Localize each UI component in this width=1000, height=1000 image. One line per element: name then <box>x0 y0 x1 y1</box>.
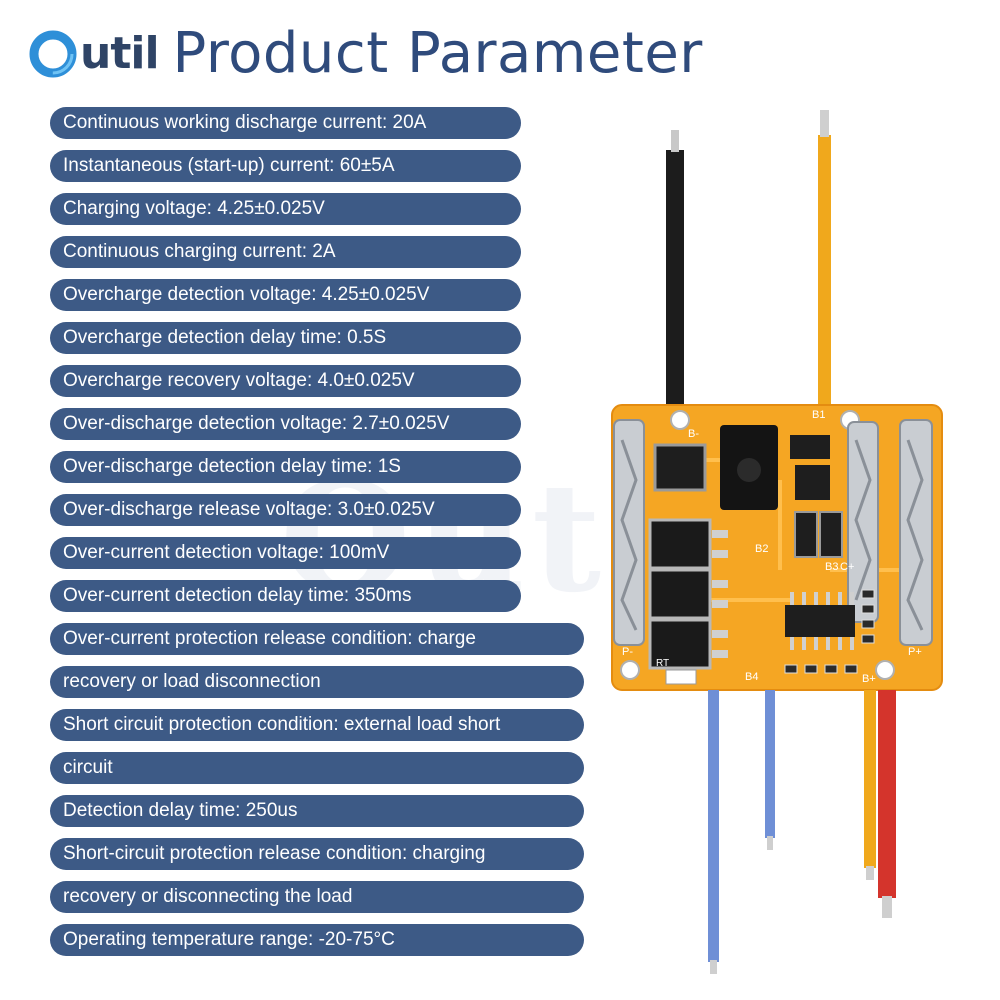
label-b-plus: B+ <box>862 673 876 685</box>
param-item: Over-current detection delay time: 350ms <box>50 580 521 612</box>
param-item: Overcharge recovery voltage: 4.0±0.025V <box>50 365 521 397</box>
bms-ic <box>785 592 855 650</box>
battery-clip-right <box>899 419 933 646</box>
param-item: Short-circuit protection release conditi… <box>50 838 584 870</box>
param-item: Short circuit protection condition: exte… <box>50 709 584 741</box>
page-title: Product Parameter <box>172 21 703 86</box>
resistor-array <box>784 589 875 674</box>
label-b1: B1 <box>812 409 825 421</box>
ic-small <box>795 465 830 500</box>
brand-logo: util <box>28 28 160 79</box>
param-item: Detection delay time: 250us <box>50 795 584 827</box>
header: util Product Parameter <box>28 14 703 94</box>
label-p-plus: P+ <box>908 646 922 658</box>
black-wire <box>666 130 684 420</box>
param-item: Over-discharge release voltage: 3.0±0.02… <box>50 494 521 526</box>
label-b2: B2 <box>755 543 768 555</box>
label-c-plus: C+ <box>840 561 854 573</box>
red-wire <box>878 690 896 918</box>
param-item: Overcharge detection delay time: 0.5S <box>50 322 521 354</box>
label-b4: B4 <box>745 671 758 683</box>
param-item: Operating temperature range: -20-75°C <box>50 924 584 956</box>
yellow-wire-bottom <box>864 690 876 880</box>
param-item: Charging voltage: 4.25±0.025V <box>50 193 521 225</box>
param-item: recovery or disconnecting the load <box>50 881 584 913</box>
label-b-minus: B- <box>688 428 699 440</box>
param-item: Over-current detection voltage: 100mV <box>50 537 521 569</box>
parameter-list: Continuous working discharge current: 20… <box>50 107 584 967</box>
bms-board-illustration: B- B1 B2 B3 C+ B4 B+ P- P+ RT <box>600 100 960 990</box>
param-item: Continuous charging current: 2A <box>50 236 521 268</box>
battery-clip-left <box>613 419 645 646</box>
label-p-minus: P- <box>622 646 633 658</box>
param-item: Overcharge detection voltage: 4.25±0.025… <box>50 279 521 311</box>
yellow-wire-top <box>818 110 831 420</box>
label-rt: RT <box>656 658 669 669</box>
diode <box>790 435 830 459</box>
label-b3: B3 <box>825 561 838 573</box>
diode <box>653 443 707 492</box>
param-item: Over-discharge detection delay time: 1S <box>50 451 521 483</box>
param-item: circuit <box>50 752 584 784</box>
blue-wire-mid <box>765 690 775 850</box>
logo-text: util <box>80 28 160 79</box>
param-item: Over-discharge detection voltage: 2.7±0.… <box>50 408 521 440</box>
param-item: Instantaneous (start-up) current: 60±5A <box>50 150 521 182</box>
param-item: Over-current protection release conditio… <box>50 623 584 655</box>
param-item: recovery or load disconnection <box>50 666 584 698</box>
param-item: Continuous working discharge current: 20… <box>50 107 521 139</box>
mosfet-array <box>648 518 728 670</box>
logo-ring-icon <box>28 29 78 79</box>
blue-wire-left <box>708 690 719 974</box>
